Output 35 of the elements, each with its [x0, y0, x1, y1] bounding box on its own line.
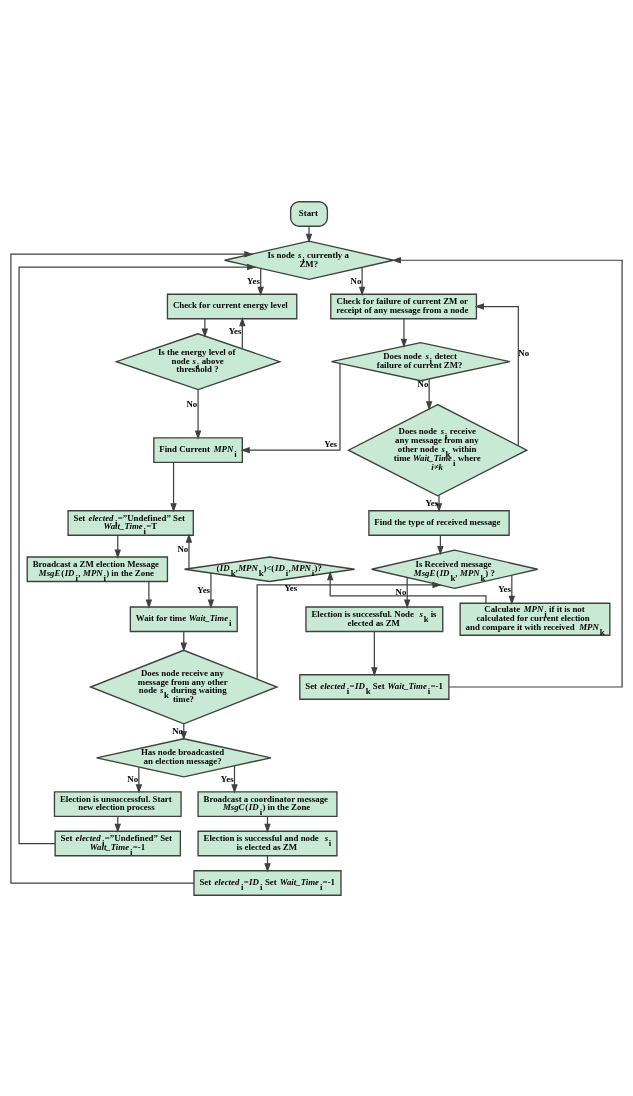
arrow	[400, 317, 408, 348]
arrow	[207, 572, 215, 609]
arrow	[391, 256, 623, 688]
edge-label: Yes	[197, 584, 211, 595]
edge-label: No	[172, 725, 183, 736]
edge-label: No	[186, 398, 198, 409]
arrow	[201, 317, 209, 338]
arrow	[185, 532, 193, 569]
arrow	[170, 461, 177, 512]
edge-label: No	[395, 586, 407, 597]
arrow	[371, 630, 378, 677]
node-box: Find the type of received message	[368, 509, 510, 536]
arrow	[474, 302, 519, 446]
edge-label: Yes	[324, 438, 338, 449]
node-box: Check for failure of current ZM or receipt of any message from a node	[330, 293, 478, 319]
arrow	[239, 316, 246, 349]
node-box: Check for current energy level	[166, 293, 298, 319]
arrow	[194, 388, 202, 440]
edge-label: Yes	[425, 497, 439, 508]
arrow	[231, 764, 238, 794]
arrow	[508, 574, 516, 605]
arrow	[305, 225, 313, 243]
arrow	[257, 267, 264, 296]
arrow	[145, 580, 153, 609]
arrow	[425, 377, 433, 411]
edge-label: Yes	[284, 582, 298, 593]
arrow	[240, 362, 341, 453]
node-box: Start	[289, 200, 329, 227]
node-box: Election is unsuccessful. Start new election process	[53, 790, 182, 817]
edge-label: No	[177, 543, 189, 554]
arrow	[358, 266, 366, 296]
arrow	[326, 570, 487, 604]
edge-label: No	[417, 378, 429, 389]
arrow	[135, 766, 143, 794]
arrow	[403, 576, 411, 609]
